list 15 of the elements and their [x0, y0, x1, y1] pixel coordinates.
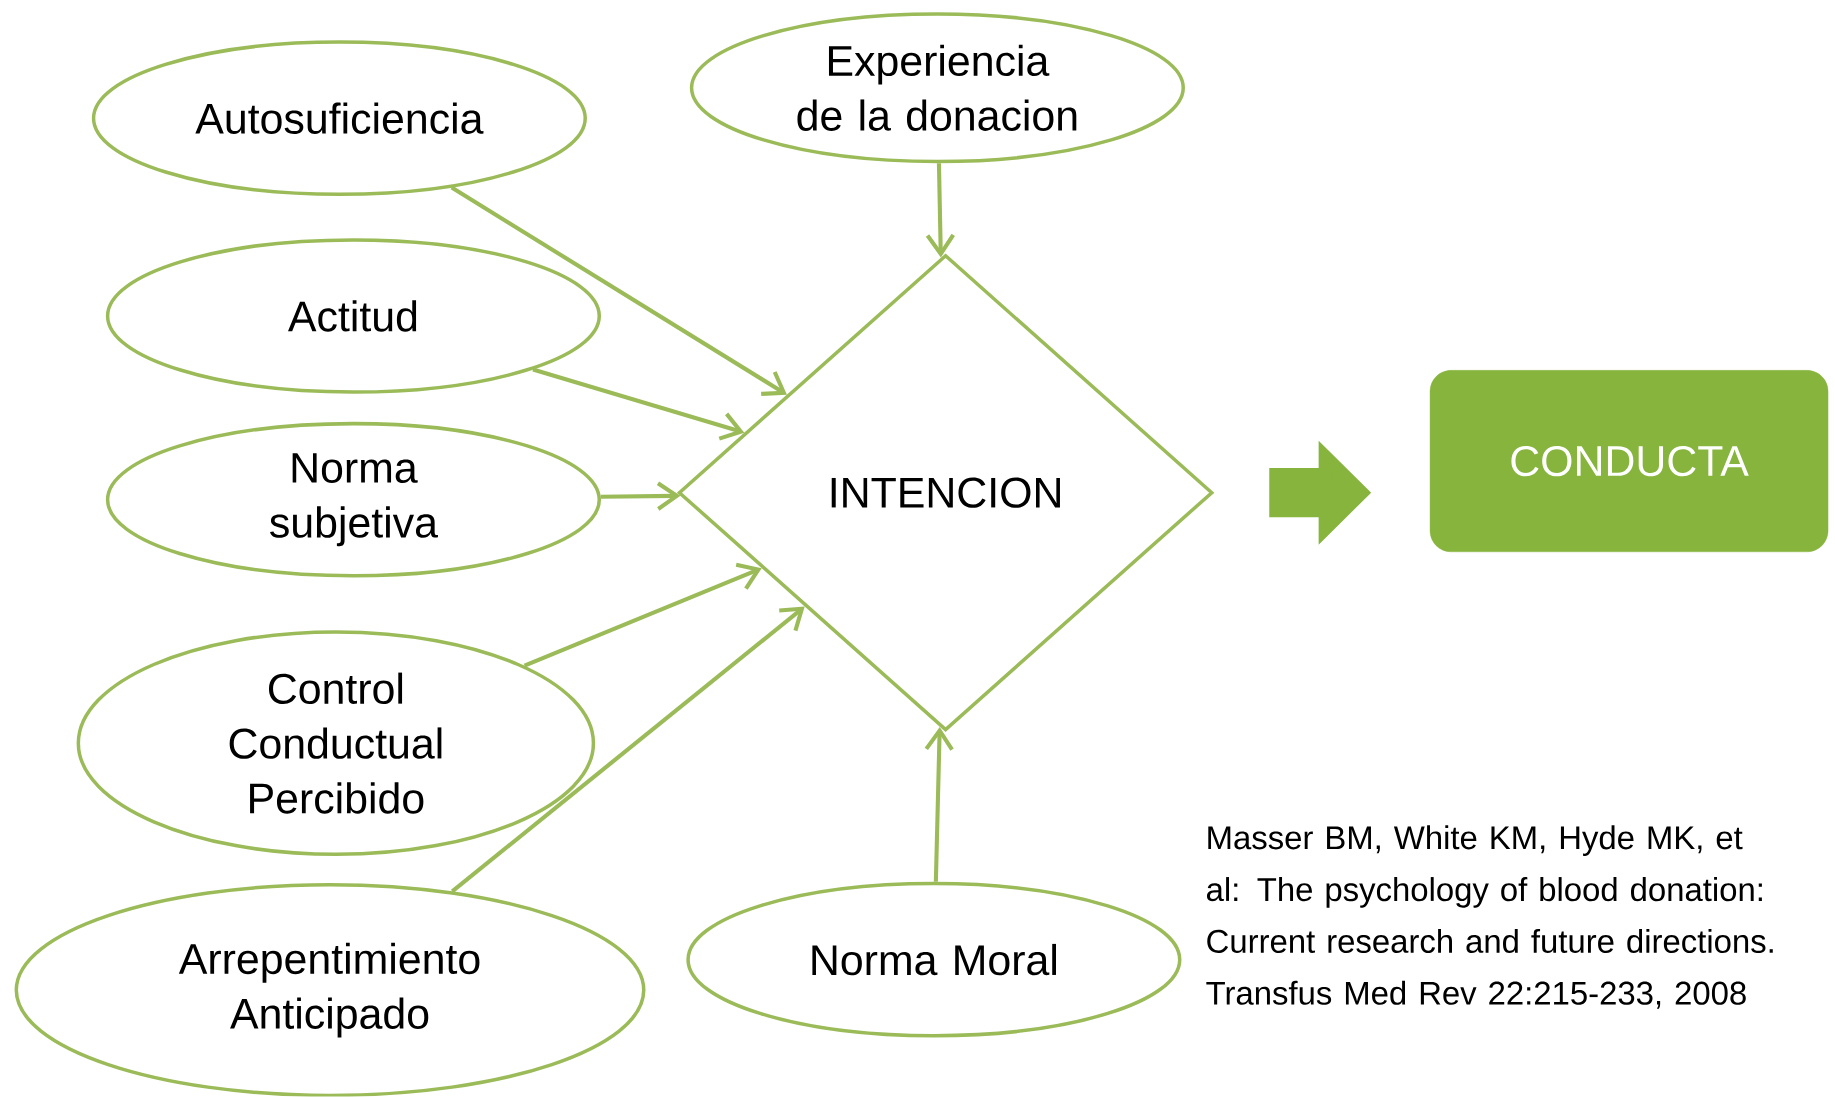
arrow	[523, 563, 762, 668]
process-box: CONDUCTA	[1429, 370, 1829, 553]
oval-node: Experiencia de la donacion	[689, 12, 1185, 164]
oval-node: Actitud	[105, 238, 601, 395]
oval-node: Control Conductual Percibido	[76, 630, 596, 857]
oval-node: Norma subjetiva	[105, 422, 601, 578]
arrow	[925, 163, 955, 258]
arrow	[450, 186, 787, 397]
arrow	[600, 481, 681, 511]
oval-node: Autosuficiencia	[91, 40, 587, 197]
oval-node: Norma Moral	[686, 882, 1182, 1038]
arrow	[450, 606, 805, 894]
arrow	[924, 727, 954, 883]
citation-text: Masser BM, White KM, Hyde MK, et al: The psychology of blood donation: Current research and future directions. Transfus Med Rev 22:215-233, 2008	[1206, 825, 1773, 1009]
arrow	[532, 367, 745, 441]
